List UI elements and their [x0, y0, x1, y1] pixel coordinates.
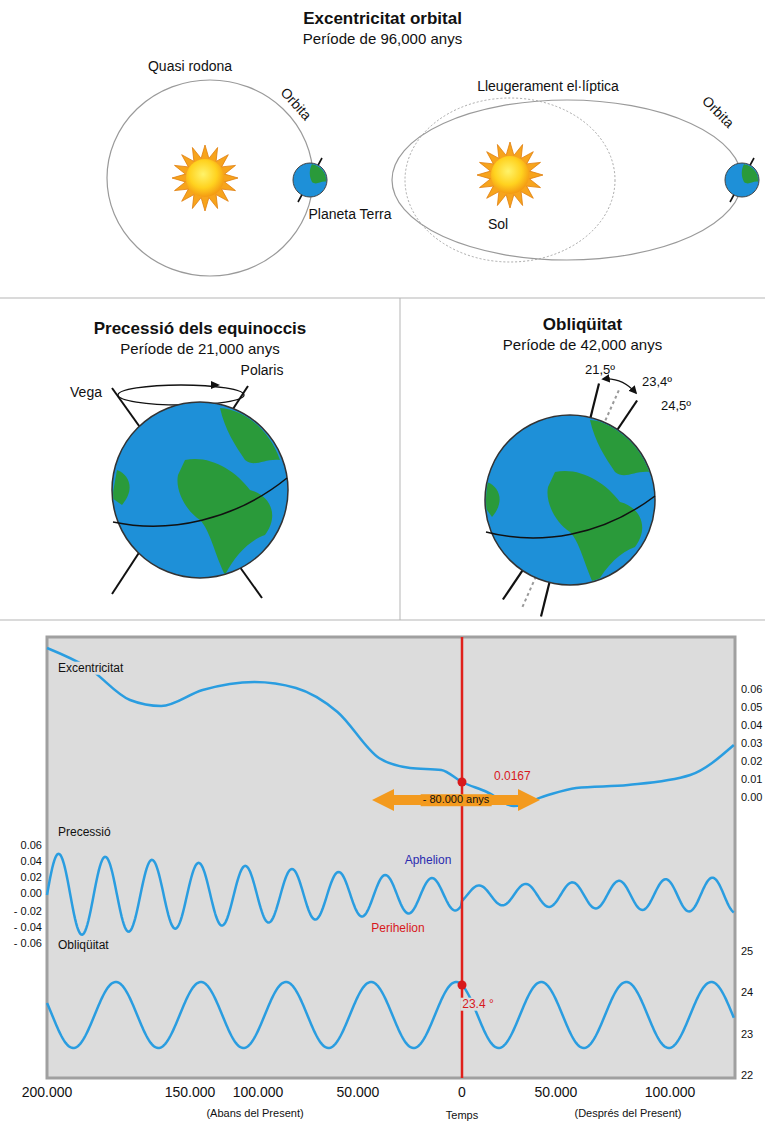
sun-rays — [477, 142, 543, 208]
axis-tick: 25 — [741, 946, 753, 958]
sun — [172, 145, 238, 211]
double-arrow — [372, 789, 540, 811]
earth-globe — [725, 163, 759, 197]
continent — [112, 470, 130, 505]
panel-divider — [0, 298, 765, 299]
continent — [547, 471, 642, 587]
equator — [486, 496, 655, 538]
earth-globe — [112, 402, 288, 578]
continent — [590, 420, 650, 475]
axis-tick: 200.000 — [22, 1085, 73, 1100]
angle-label: 24,5º — [661, 399, 691, 413]
earth-small — [725, 158, 759, 202]
axis-tick: 0.00 — [741, 792, 762, 804]
panel: Precessió dels equinoccisPeríode de 21,0… — [0, 298, 400, 620]
axis-tick: 100.000 — [233, 1085, 284, 1100]
axis-tick: - 0.04 — [14, 922, 42, 934]
planet-label: Planeta Terra — [308, 207, 391, 222]
precession-circle — [118, 385, 244, 405]
span-label: - 80.000 anys — [421, 794, 492, 806]
obliquity-curve — [47, 982, 734, 1048]
orbit-label: Orbita — [699, 93, 736, 130]
sun-label: Sol — [488, 217, 508, 232]
orbit-label: Lleugerament el·líptica — [477, 79, 619, 94]
continent — [485, 482, 500, 517]
value-callout: 0.0167 — [492, 770, 533, 783]
equator — [113, 478, 287, 526]
precession-curve — [47, 854, 734, 935]
axis-tick: 0.02 — [741, 756, 762, 768]
panel-title: Excentricitat orbital — [0, 8, 765, 29]
axis-tick: 0.06 — [741, 684, 762, 696]
panel-title: Precessió dels equinoccis — [0, 318, 400, 339]
panel-subtitle: Període de 42,000 anys — [400, 335, 765, 354]
continent — [742, 164, 759, 183]
axis-tick: 50.000 — [535, 1085, 578, 1100]
axis-title: (Abans del Present) — [206, 1108, 303, 1120]
angle-label: 23,4º — [642, 375, 672, 389]
orbit-ellipse — [392, 100, 742, 260]
axis-tick: 0.01 — [741, 774, 762, 786]
value-callout: 23.4 ° — [460, 998, 496, 1011]
earth-small — [293, 158, 327, 202]
series-label: Precessió — [56, 826, 113, 839]
panel-title: Obliqüitat — [400, 314, 765, 335]
circle-reference — [405, 98, 615, 262]
continent — [220, 408, 280, 463]
axis-title: Temps — [446, 1110, 478, 1122]
series-label: Obliqüitat — [56, 939, 111, 952]
axis-tick: - 0.06 — [14, 938, 42, 950]
panel: Excentricitat orbitalPeríode de 96,000 a… — [0, 0, 765, 298]
series-label: Excentricitat — [56, 662, 125, 675]
axis-tick: 50.000 — [337, 1085, 380, 1100]
axis-tick: 0 — [458, 1085, 466, 1100]
sun-rays — [172, 145, 238, 211]
panel-subtitle: Període de 21,000 anys — [0, 339, 400, 358]
axis-tick: 0.05 — [741, 702, 762, 714]
sun-disc — [186, 159, 224, 197]
axis-tick: 150.000 — [165, 1085, 216, 1100]
chart-frame — [47, 637, 735, 1078]
star-label: Polaris — [241, 363, 284, 378]
axis-tick: 0.04 — [21, 856, 42, 868]
phase-label: Aphelion — [403, 854, 454, 867]
curves — [47, 648, 734, 1048]
star-label: Vega — [70, 385, 102, 400]
angle-label: 21,5º — [585, 363, 615, 377]
axis-tick: - 0.02 — [14, 906, 42, 918]
continents — [485, 420, 650, 587]
panel-divider — [0, 620, 765, 621]
axis-tick: 0.03 — [741, 738, 762, 750]
sun-disc — [491, 156, 529, 194]
orbit-ellipse — [107, 80, 313, 276]
panel-divider — [400, 298, 401, 620]
orbit-label: Quasi rodona — [148, 59, 232, 74]
earth-globe — [293, 163, 327, 197]
panel: ObliqüitatPeríode de 42,000 anys — [400, 298, 765, 620]
present-dot — [458, 778, 467, 787]
panel-subtitle: Període de 96,000 anys — [0, 29, 765, 48]
axis-tick: 22 — [741, 1070, 753, 1082]
arrowhead — [211, 381, 220, 389]
continents — [112, 408, 280, 575]
sun — [477, 142, 543, 208]
angle-arc — [603, 379, 636, 393]
axis-title: (Després del Present) — [575, 1108, 682, 1120]
continent — [310, 164, 327, 183]
axis-tick: 100.000 — [645, 1085, 696, 1100]
axis-tick: 0.00 — [21, 888, 42, 900]
eccentricity-curve — [47, 648, 734, 806]
axis-tick: 0.02 — [21, 872, 42, 884]
axis-tick: 0.04 — [741, 720, 762, 732]
present-dot — [458, 981, 467, 990]
axis-tick: 24 — [741, 987, 753, 999]
axis-tick: 0.06 — [21, 840, 42, 852]
present-line — [461, 637, 464, 1078]
phase-label: Perihelion — [369, 922, 426, 935]
continent — [177, 459, 272, 575]
axis-tick: 23 — [741, 1029, 753, 1041]
orbit-label: Orbita — [278, 85, 314, 123]
